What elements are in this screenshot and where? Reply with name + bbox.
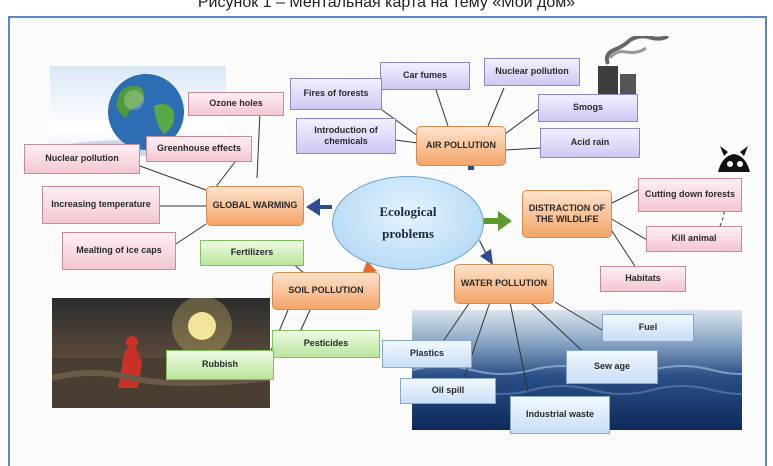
arrow-down-right-icon [479, 240, 493, 265]
water-pollution-node: WATER POLLUTION [454, 264, 554, 304]
sewage-node: Sew age [566, 350, 658, 384]
introduction-of-chemicals-node: Introduction of chemicals [296, 118, 396, 154]
fires-of-forests-node: Fires of forests [290, 78, 382, 110]
smogs-node: Smogs [538, 94, 638, 122]
kill-animal-node: Kill animal [646, 226, 742, 252]
global-warming-node: GLOBAL WARMING [206, 186, 304, 226]
arrow-down-left-icon [361, 256, 382, 277]
increasing-temperature-node: Increasing temperature [42, 186, 160, 224]
center-line-2: problems [382, 226, 434, 241]
oil-spill-node: Oil spill [400, 378, 496, 404]
pesticides-node: Pesticides [272, 330, 380, 358]
greenhouse-effects-node: Greenhouse effects [146, 136, 252, 162]
melting-of-ice-caps-node: Mealting of ice caps [62, 232, 176, 270]
global-nuclear-pollution-node: Nuclear pollution [24, 144, 140, 174]
mind-map-frame: Ecological problems AIR POLLUTION Car fu… [8, 16, 767, 466]
arrow-left-icon [306, 198, 332, 216]
air-nuclear-pollution-node: Nuclear pollution [484, 58, 580, 86]
habitats-node: Habitats [600, 266, 686, 292]
plastics-node: Plastics [382, 340, 472, 368]
industrial-waste-node: Industrial waste [510, 396, 610, 434]
arrow-right-icon [482, 211, 512, 231]
dead-animal-icon [710, 142, 758, 182]
rubbish-node: Rubbish [166, 350, 274, 380]
air-pollution-node: AIR POLLUTION [416, 126, 506, 166]
car-fumes-node: Car fumes [380, 62, 470, 90]
distraction-of-wildlife-node: DISTRACTION OF THE WILDLIFE [522, 190, 612, 238]
central-topic-ecological-problems: Ecological problems [332, 176, 484, 270]
figure-caption: Рисунок 1 – Ментальная карта на тему «Мо… [197, 0, 576, 11]
fuel-node: Fuel [602, 314, 694, 342]
ozone-holes-node: Ozone holes [188, 92, 284, 116]
soil-pollution-node: SOIL POLLUTION [272, 272, 380, 310]
cutting-down-forests-node: Cutting down forests [638, 178, 742, 212]
fertilizers-node: Fertilizers [200, 240, 304, 266]
acid-rain-node: Acid rain [540, 128, 640, 158]
factory-smoke-icon [590, 34, 670, 96]
center-line-1: Ecological [379, 204, 437, 219]
